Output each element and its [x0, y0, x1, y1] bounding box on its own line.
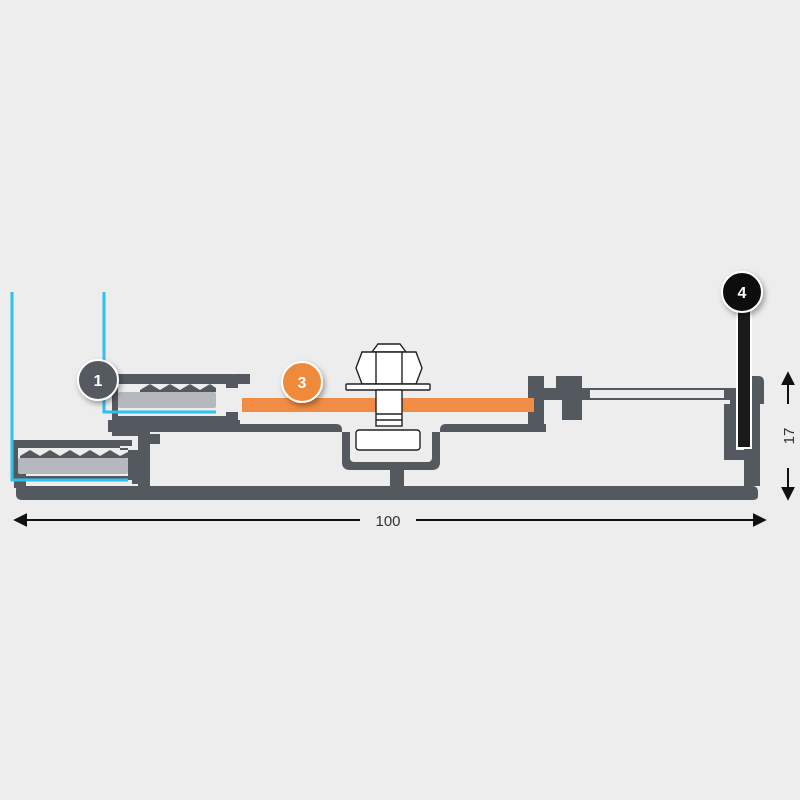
callout-3-label: 3: [298, 375, 307, 392]
callout-4[interactable]: 4: [721, 271, 763, 313]
upper-gasket-teeth: [140, 384, 216, 392]
width-label: 100: [375, 513, 400, 530]
hex-nut: [355, 351, 423, 385]
upper-gasket: [118, 392, 216, 408]
glass-panes: [10, 292, 216, 482]
callout-1-label: 1: [94, 373, 103, 390]
dimension-width: 100: [13, 513, 767, 530]
outer-glass-pane: [10, 292, 128, 482]
drip-plate: [736, 301, 752, 449]
bottom-rail: [16, 486, 758, 500]
gaskets: [18, 384, 216, 474]
step-left: [112, 422, 160, 486]
callout-4-circle: [721, 271, 763, 313]
callout-3-circle: [281, 361, 323, 403]
bolt-head: [355, 429, 421, 451]
callout-1[interactable]: 1: [77, 359, 160, 401]
dimension-height: 17: [781, 371, 798, 501]
upper-platform: [108, 420, 546, 470]
washer: [345, 383, 431, 391]
bolt-cap: [370, 343, 408, 353]
height-label: 17: [781, 428, 798, 445]
lower-gasket-teeth: [20, 450, 128, 458]
inner-glass-pane: [102, 292, 216, 414]
callout-4-label: 4: [738, 285, 747, 302]
callout-3[interactable]: 3: [281, 361, 323, 403]
hex-bolt-icon: [345, 343, 431, 451]
lower-gasket: [18, 458, 128, 474]
right-channel: [724, 404, 756, 460]
upper-lip: [234, 374, 250, 384]
right-frame-cavity: [590, 390, 724, 398]
callout-1-circle: [77, 359, 119, 401]
